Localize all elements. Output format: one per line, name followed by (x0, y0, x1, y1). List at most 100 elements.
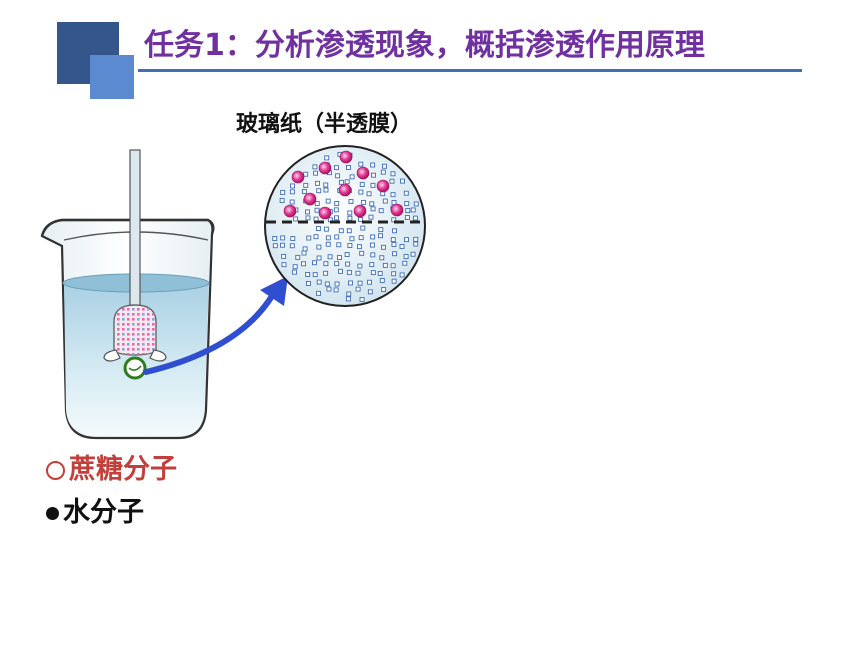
water-molecule (325, 235, 331, 241)
bag-particle (122, 308, 125, 311)
water-molecule (371, 172, 376, 178)
water-molecule (378, 208, 384, 214)
water-molecule (314, 201, 320, 206)
water-molecule (357, 244, 362, 250)
bag-particle (127, 343, 130, 346)
bag-particle (142, 318, 145, 321)
water-molecule (323, 187, 329, 193)
water-molecule (303, 171, 309, 177)
bag-particle (152, 343, 155, 346)
water-molecule (367, 289, 373, 295)
bag-particle (147, 338, 150, 341)
bag-particle (122, 318, 125, 321)
water-molecule (316, 290, 321, 296)
water-molecule (324, 281, 330, 287)
water-molecule (344, 252, 350, 257)
water-molecule (369, 242, 375, 248)
bag-particle (117, 343, 120, 346)
water-molecule (390, 192, 396, 198)
bag-particle (152, 348, 155, 351)
sucrose-molecule (318, 206, 332, 220)
water-molecule (338, 228, 344, 234)
water-molecule (391, 242, 397, 247)
water-molecule (290, 236, 296, 241)
water-molecule (402, 260, 408, 266)
bag-particle (147, 313, 150, 316)
sucrose-molecule (303, 192, 317, 206)
bag-particle (152, 333, 155, 336)
sucrose-molecule (390, 203, 404, 217)
bag-particle (132, 308, 135, 311)
water-molecule (403, 190, 409, 196)
water-molecule (379, 278, 385, 283)
water-molecule (303, 182, 309, 188)
water-molecule (325, 198, 331, 204)
water-molecule (338, 179, 344, 185)
water-molecule (305, 215, 311, 221)
bag-particle (127, 328, 130, 331)
water-molecule (392, 228, 397, 234)
water-molecule (333, 207, 339, 213)
water-molecule (316, 188, 322, 194)
water-molecule (280, 189, 286, 195)
water-molecule (379, 255, 385, 261)
header-decor-square-light (90, 55, 134, 99)
water-molecule (405, 208, 411, 214)
bag-particle (122, 338, 125, 341)
water-molecule (280, 235, 286, 241)
bag-particle (152, 323, 155, 326)
water-molecule (334, 234, 340, 240)
water-molecule (368, 214, 374, 220)
water-molecule (390, 171, 396, 177)
water-molecule (290, 183, 295, 189)
water-molecule (378, 227, 384, 233)
water-molecule (301, 189, 307, 194)
bag-particle (147, 318, 150, 321)
bag-particle (127, 353, 130, 355)
bag-particle (142, 313, 145, 316)
water-molecule (358, 161, 364, 167)
legend-sucrose: 蔗糖分子 (46, 447, 177, 486)
sucrose-molecule (318, 161, 332, 175)
water-molecule (336, 242, 342, 248)
water-molecule (399, 272, 405, 278)
water-molecule (316, 244, 322, 250)
water-molecule (347, 243, 353, 248)
water-molecule (334, 165, 339, 171)
bag-particle (137, 313, 140, 316)
bag-particle (122, 333, 125, 336)
focus-ring (123, 356, 147, 380)
water-molecule (391, 271, 397, 277)
bag-particle (142, 333, 145, 336)
bag-particle (152, 338, 155, 341)
sucrose-symbol (46, 461, 65, 480)
sucrose-molecule (339, 150, 353, 164)
water-molecule (302, 246, 308, 252)
water-molecule (289, 243, 295, 249)
water-molecule (324, 155, 330, 161)
water-molecule (345, 164, 351, 170)
water-molecule (358, 235, 364, 241)
sucrose-molecule (376, 179, 390, 193)
water-molecule (370, 162, 376, 168)
bag-particle (122, 323, 125, 326)
bag-particle (137, 343, 140, 346)
bag-particle (122, 348, 125, 351)
water-molecule (392, 251, 398, 257)
water-molecule (323, 270, 329, 276)
legend-sucrose-label: 蔗糖分子 (69, 454, 177, 485)
bag-particle (117, 328, 120, 331)
water-molecule (334, 261, 340, 267)
bag-particle (137, 318, 140, 321)
bag-particle (147, 308, 150, 311)
water-molecule (370, 206, 376, 212)
water-molecule (370, 270, 376, 276)
water-molecule (335, 173, 341, 179)
water-molecule (391, 278, 397, 284)
bag-particle (132, 323, 135, 326)
water-molecule (347, 210, 353, 216)
glass-tube (129, 149, 141, 321)
magnified-view (264, 145, 426, 307)
water-molecule (349, 236, 355, 242)
water-molecule (377, 271, 383, 276)
